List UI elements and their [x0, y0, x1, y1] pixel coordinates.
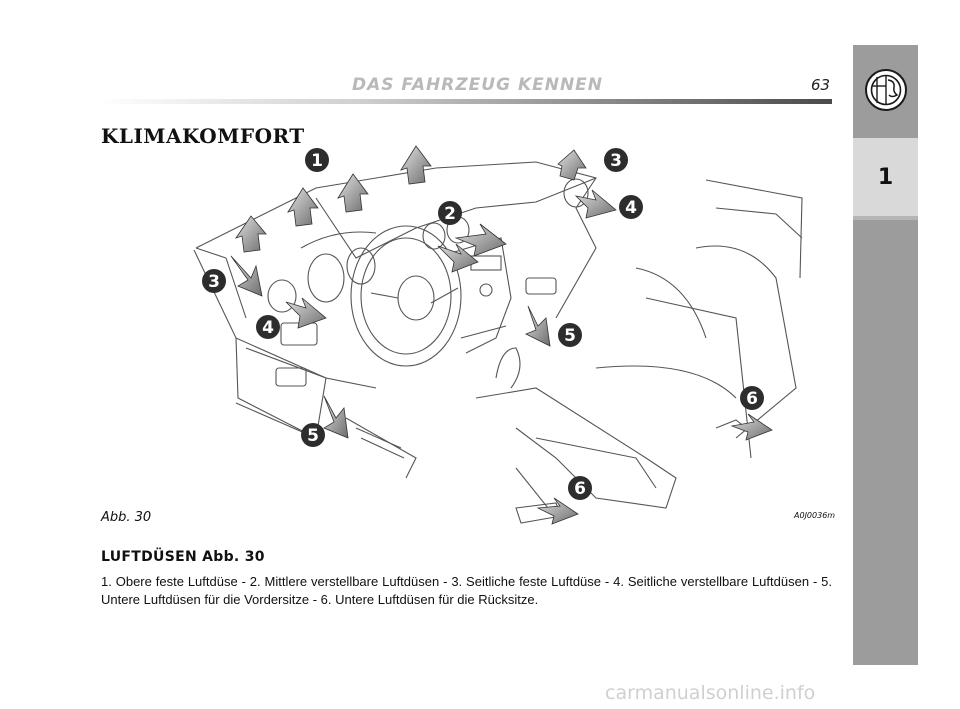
callout-2: 2 [438, 201, 462, 225]
svg-text:6: 6 [746, 389, 758, 409]
section-title: KLIMAKOMFORT [101, 124, 305, 148]
chapter-sidebar: 1 [853, 45, 918, 665]
svg-text:4: 4 [625, 198, 637, 218]
callout-3-right: 3 [604, 148, 628, 172]
svg-text:2: 2 [444, 204, 456, 224]
chapter-tab-strip [853, 216, 918, 220]
callout-3-left: 3 [202, 269, 226, 293]
svg-text:4: 4 [262, 318, 274, 338]
page-header-title: DAS FAHRZEUG KENNEN [352, 75, 604, 95]
callout-5-right: 5 [558, 323, 582, 347]
svg-text:3: 3 [610, 151, 622, 171]
page-number: 63 [811, 76, 831, 94]
chapter-tab: 1 [853, 138, 918, 216]
svg-text:5: 5 [564, 326, 576, 346]
watermark: carmanualsonline.info [605, 682, 816, 704]
callout-1: 1 [305, 148, 329, 172]
vents-heading: LUFTDÜSEN Abb. 30 [101, 549, 265, 565]
callout-6-right: 6 [740, 386, 764, 410]
figure-code: A0J0036m [794, 511, 836, 520]
callout-4-left: 4 [256, 315, 280, 339]
callout-4-right: 4 [619, 195, 643, 219]
callout-6-left: 6 [568, 476, 592, 500]
vents-description: 1. Obere feste Luftdüse - 2. Mittlere ve… [101, 574, 832, 607]
svg-text:6: 6 [574, 479, 586, 499]
svg-text:1: 1 [311, 151, 323, 171]
figure-label: Abb. 30 [101, 510, 152, 525]
header-rule [100, 99, 832, 104]
svg-text:3: 3 [208, 272, 220, 292]
dashboard-vents-illustration: 1 2 3 3 4 4 5 [176, 138, 806, 530]
alfa-romeo-logo-icon [853, 45, 918, 135]
svg-text:5: 5 [307, 426, 319, 446]
callout-5-left: 5 [301, 423, 325, 447]
